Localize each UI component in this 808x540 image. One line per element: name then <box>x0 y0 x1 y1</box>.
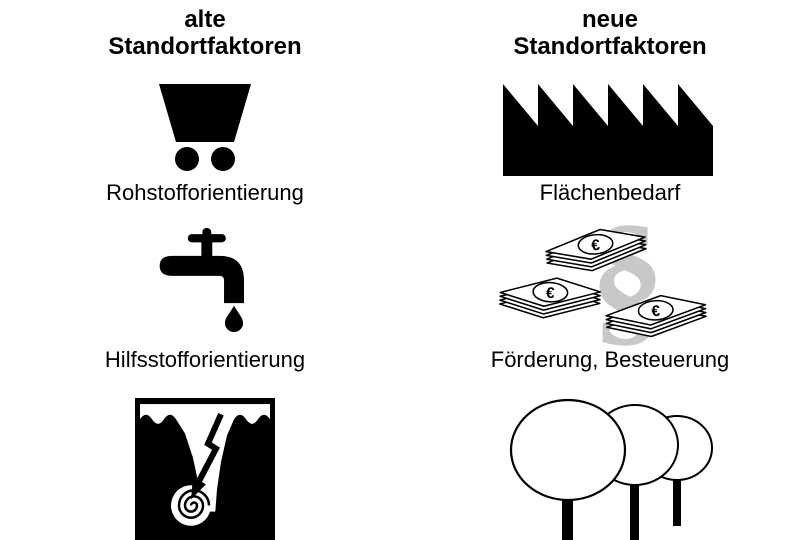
mine-cart-icon <box>155 82 255 174</box>
hydropower-graphic <box>135 398 275 540</box>
new-factors-title-line2: Standortfaktoren <box>513 33 707 60</box>
water-drop <box>224 305 244 333</box>
tree-trunk <box>630 481 639 540</box>
banknote-sheets <box>545 228 647 272</box>
turbine-spiral <box>177 489 211 519</box>
mine-cart-graphic <box>159 84 251 171</box>
new-factors-title-line1: neue <box>581 6 638 33</box>
cart-wheel-right <box>211 147 235 171</box>
new-factors-title: neue Standortfaktoren <box>450 6 770 60</box>
banknote-stack-graphic: € <box>545 228 647 272</box>
euro-banknote-stack: € <box>496 271 606 325</box>
tap-handle <box>187 234 226 243</box>
euro-banknote-stack: € <box>541 221 653 278</box>
banknote-sheets <box>498 277 602 319</box>
euro-banknote-stack: € <box>602 289 712 343</box>
banknote-stack-graphic: € <box>605 294 707 338</box>
lightning-arrow-head <box>191 477 206 500</box>
money-subsidy-tax-icon: § € <box>495 202 730 352</box>
factory-icon <box>502 84 714 176</box>
new-item1-label: Flächenbedarf <box>539 180 681 205</box>
factory-silhouette <box>503 84 713 176</box>
old-factors-title-line2: Standortfaktoren <box>108 33 302 60</box>
tree-front <box>509 398 627 540</box>
banknote-sheets <box>605 294 707 338</box>
cart-body <box>159 84 251 142</box>
tree-trunk <box>562 494 573 540</box>
old-item1-label: Rohstofforientierung <box>106 180 304 205</box>
old-factors-title: alte Standortfaktoren <box>45 6 365 60</box>
water-tap-icon <box>155 226 255 333</box>
hydropower-waterfall-icon <box>135 398 275 540</box>
tap-pipe <box>159 255 244 304</box>
water-tap-graphic <box>159 227 244 333</box>
old-factors-title-line1: alte <box>184 6 226 33</box>
cart-wheel-left <box>175 147 199 171</box>
old-item2-label: Hilfsstofforientierung <box>104 347 306 372</box>
trees-graphic <box>509 398 713 540</box>
banknote-stack-graphic: € <box>498 277 602 319</box>
factory-graphic <box>503 84 713 176</box>
tree-trunk <box>673 476 681 526</box>
new-item2-label: Förderung, Besteuerung <box>490 347 730 372</box>
euro-symbol: € <box>591 237 601 255</box>
cliff-right <box>215 414 270 516</box>
tree-crown <box>509 398 627 502</box>
lightning-arrow-shaft <box>196 412 224 483</box>
euro-symbol: € <box>546 285 556 302</box>
euro-symbol: € <box>651 303 661 320</box>
tap-stem <box>201 240 213 259</box>
trees-icon <box>500 398 725 540</box>
